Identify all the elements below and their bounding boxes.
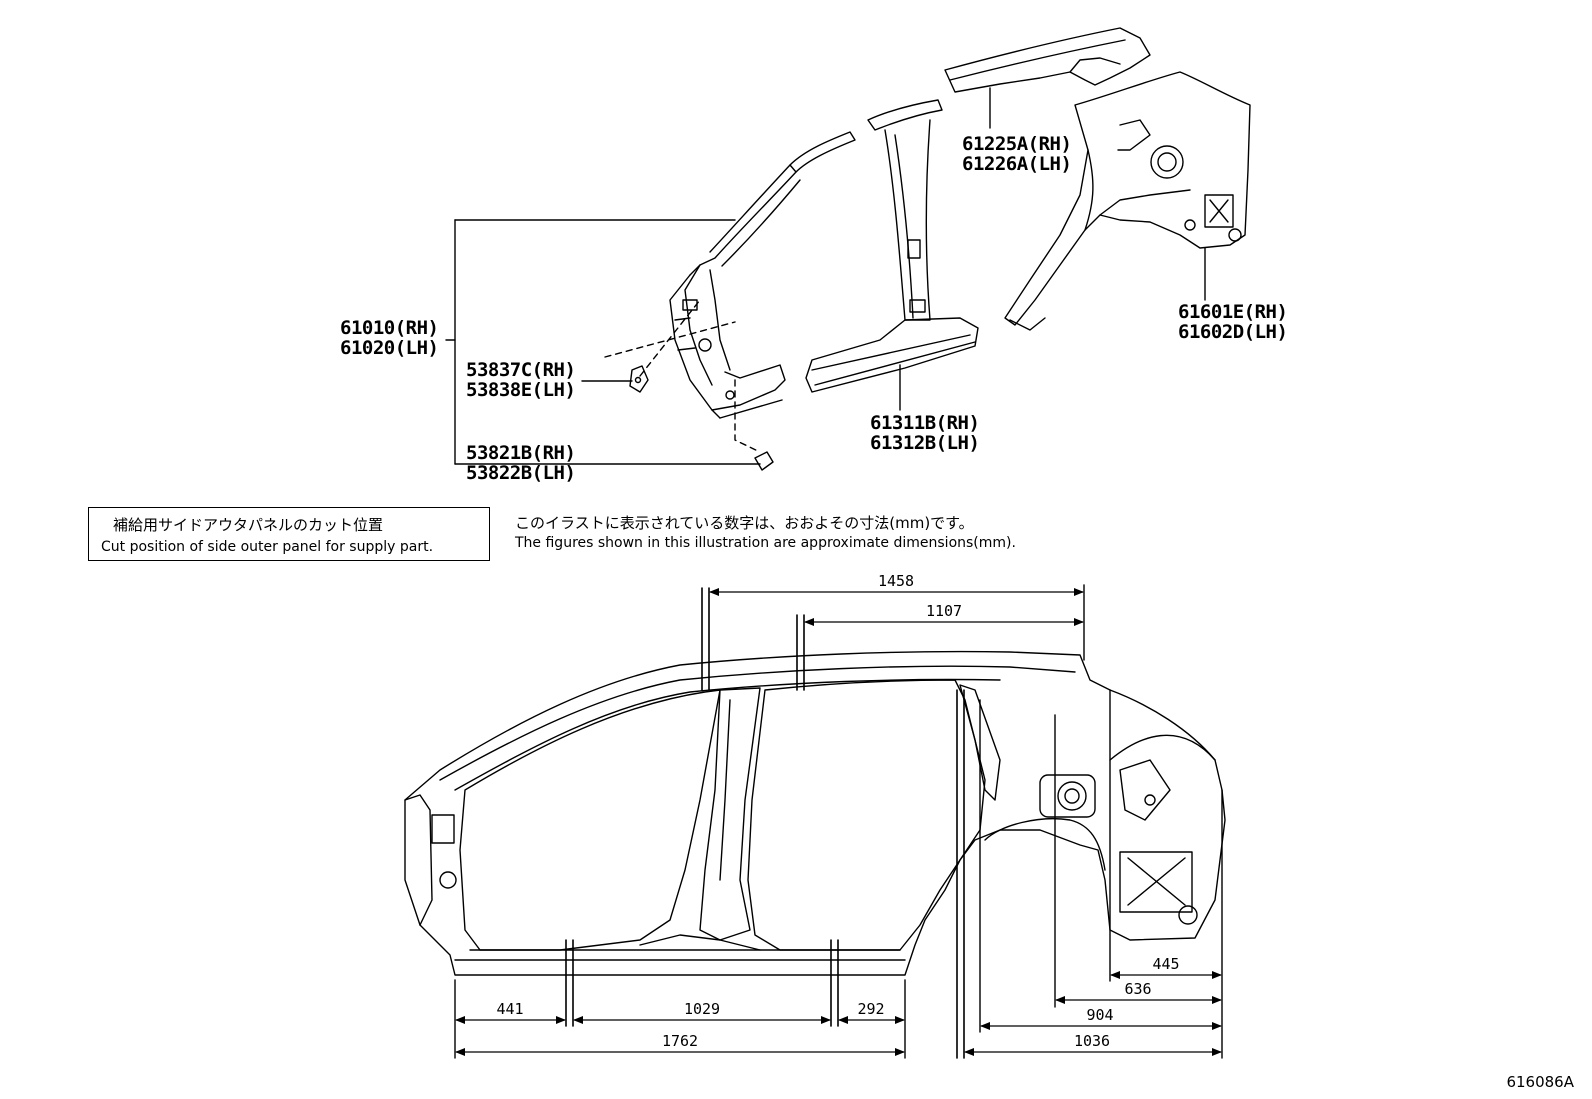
- part-label-61010[interactable]: 61010(RH)61020(LH): [340, 317, 439, 359]
- dim-1036: 1036: [1074, 1032, 1110, 1050]
- dim-636: 636: [1124, 980, 1151, 998]
- part-label-61601[interactable]: 61601E(RH)61602D(LH): [1178, 301, 1288, 343]
- dimension-note: このイラストに表示されている数字は、おおよその寸法(mm)です。 The fig…: [515, 512, 1016, 552]
- bracket-53837: [629, 365, 649, 393]
- part-label-53821[interactable]: 53821B(RH)53822B(LH): [466, 442, 576, 484]
- dimension-lines: [455, 588, 1222, 1056]
- center-pillar-part: [805, 99, 979, 393]
- cut-note-en: Cut position of side outer panel for sup…: [101, 539, 434, 555]
- dim-1029: 1029: [684, 1000, 720, 1018]
- dim-441: 441: [496, 1000, 523, 1018]
- dim-1762: 1762: [662, 1032, 698, 1050]
- cut-note-jp: 補給用サイドアウタパネルのカット位置: [113, 516, 384, 534]
- front-pillar-part: [669, 131, 856, 419]
- roof-rail-part: [944, 27, 1151, 93]
- dim-445: 445: [1152, 955, 1179, 973]
- diagram-id: 616086A: [1506, 1073, 1574, 1091]
- dim-904: 904: [1086, 1006, 1113, 1024]
- dimension-note-en: The figures shown in this illustration a…: [515, 535, 1016, 551]
- cut-position-note-box: 補給用サイドアウタパネルのカット位置 Cut position of side …: [88, 507, 490, 561]
- dimension-note-jp: このイラストに表示されている数字は、おおよその寸法(mm)です。: [515, 514, 974, 532]
- dim-1107: 1107: [926, 602, 962, 620]
- dim-1458: 1458: [878, 572, 914, 590]
- cut-lines: [565, 587, 965, 1059]
- part-label-53837[interactable]: 53837C(RH)53838E(LH): [466, 359, 576, 401]
- clip-53821: [754, 451, 774, 471]
- dim-292: 292: [857, 1000, 884, 1018]
- part-label-61311[interactable]: 61311B(RH)61312B(LH): [870, 412, 980, 454]
- side-outer-panel: [404, 650, 1226, 976]
- part-label-61225[interactable]: 61225A(RH)61226A(LH): [962, 133, 1072, 175]
- quarter-panel-part: [1004, 71, 1251, 331]
